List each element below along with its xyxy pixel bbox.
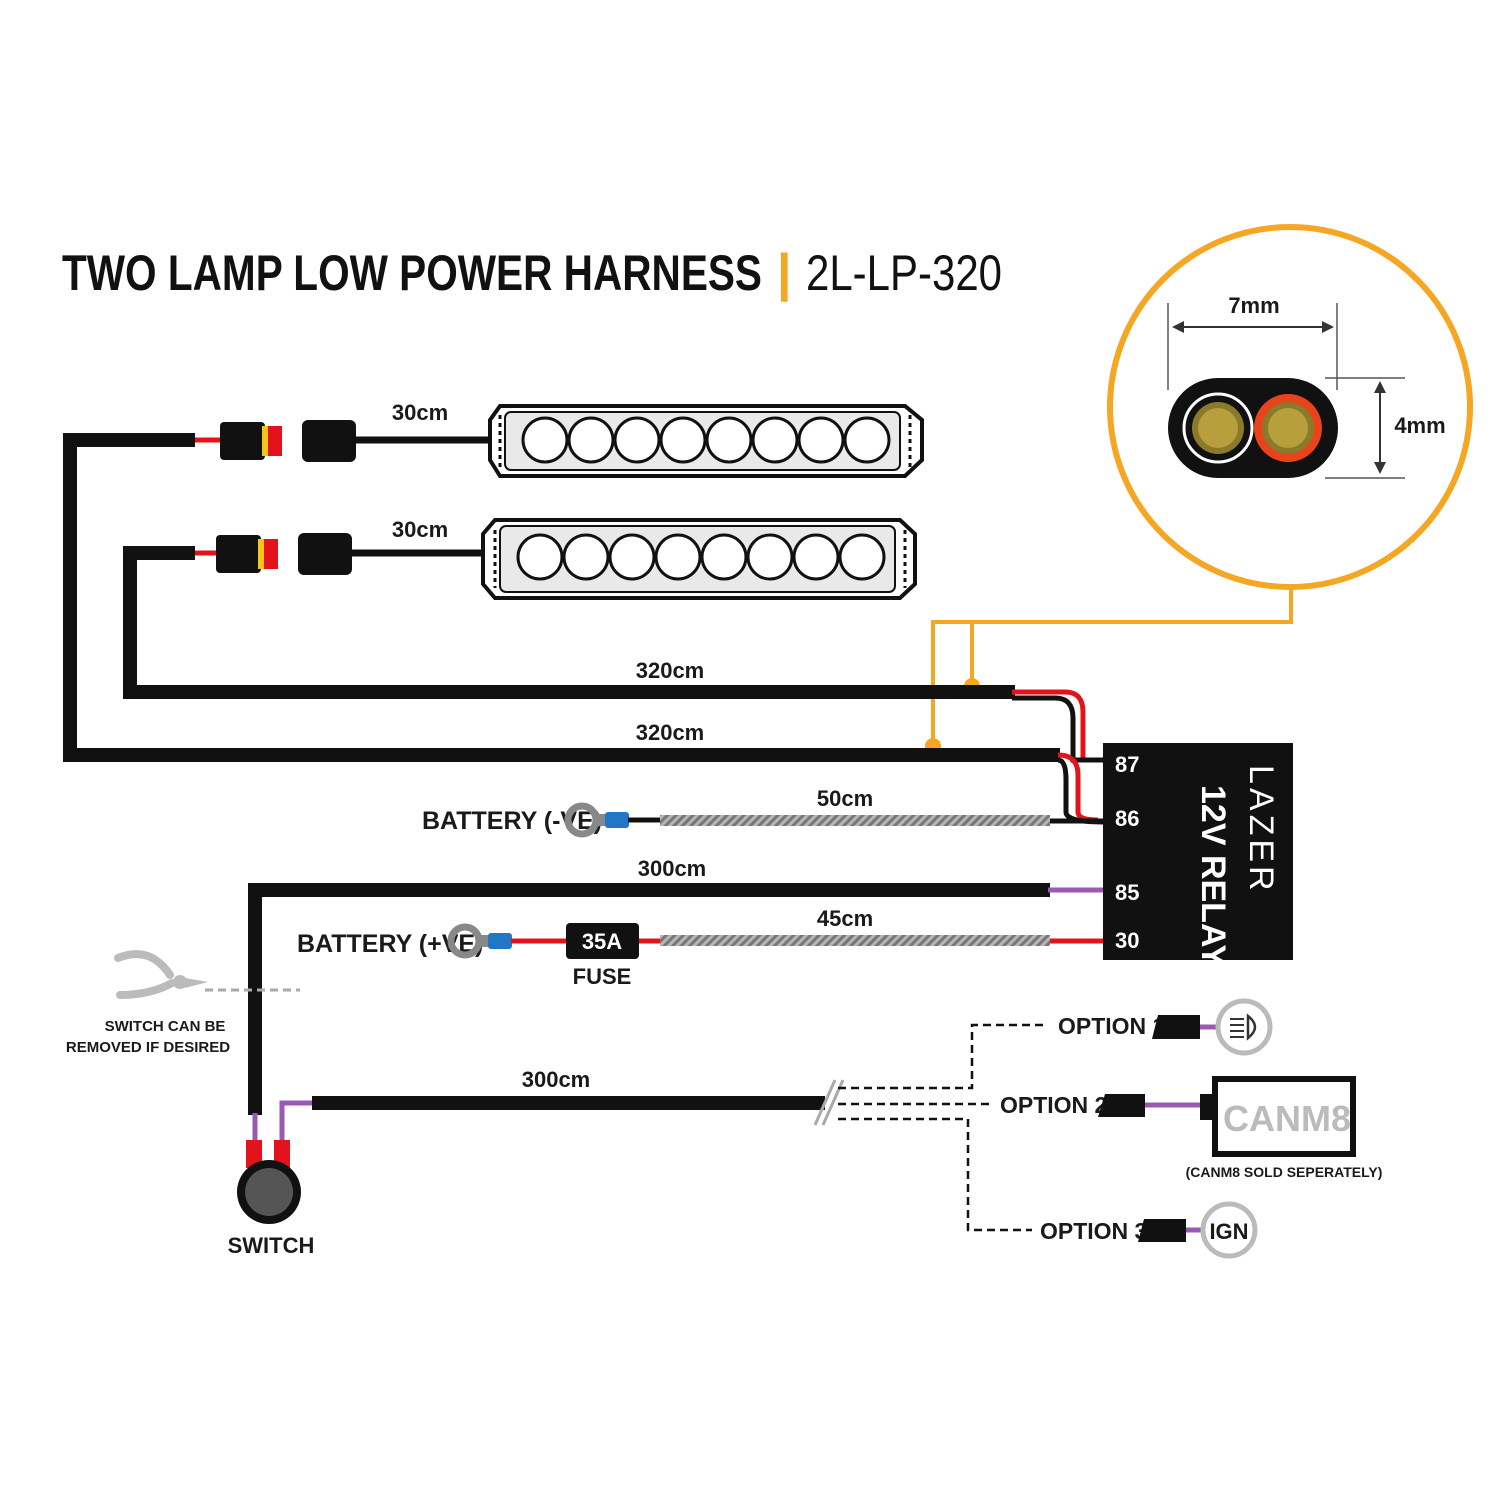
page-title: TWO LAMP LOW POWER HARNESS | 2L-LP-320 [62, 244, 1002, 302]
lower-run-length: 320cm [636, 720, 705, 745]
canm8-note: (CANM8 SOLD SEPERATELY) [1186, 1164, 1383, 1180]
lamp-2-assembly: 30cm [195, 517, 917, 600]
option-3-label: OPTION 3 [1040, 1218, 1147, 1244]
option-3: OPTION 3 IGN [1040, 1201, 1258, 1259]
fuse-rating: 35A [582, 929, 622, 954]
option-branches [838, 1023, 1048, 1232]
relay-pin-87: 87 [1115, 752, 1139, 777]
width-label: 7mm [1228, 293, 1279, 318]
lamp-1-assembly: 30cm [195, 400, 924, 478]
option-1-label: OPTION 1 [1058, 1013, 1166, 1039]
relay-pin-85: 85 [1115, 880, 1139, 905]
lamp-harness-wires: 320cm 320cm [63, 433, 1104, 825]
lamp-1-harness-plug [220, 422, 265, 460]
relay-label: 12V RELAY [1194, 785, 1232, 967]
relay-body [1103, 743, 1293, 960]
lamp-2-lead-length: 30cm [392, 517, 448, 542]
relay-brand-logo: LAZER [1242, 765, 1280, 895]
lamp-2-plug [298, 533, 352, 575]
light-bar-1 [488, 404, 924, 478]
positive-loom-sleeve [660, 935, 1050, 946]
ring-terminal-icon [564, 802, 629, 838]
lower-lamp-wire [123, 546, 1015, 699]
relay-pin-86: 86 [1115, 806, 1139, 831]
fuse-label: FUSE [573, 964, 632, 989]
relay: 87 86 85 30 12V RELAY LAZER [1103, 743, 1293, 967]
lamp-1-plug [302, 420, 356, 462]
fuse-holder [566, 923, 639, 959]
switch-removal-note: SWITCH CAN BE REMOVED IF DESIRED [66, 950, 300, 1056]
positive-lead-length: 45cm [817, 906, 873, 931]
switch-assembly: SWITCH [228, 1100, 315, 1258]
height-label: 4mm [1394, 413, 1445, 438]
relay-pin-30: 30 [1115, 928, 1139, 953]
switch-label: SWITCH [228, 1233, 315, 1258]
switch-note-line-2: REMOVED IF DESIRED [66, 1039, 230, 1056]
wire-cutter-icon [114, 950, 208, 999]
trigger-wire-run [248, 883, 1050, 1115]
detail-leader-line [931, 588, 1293, 745]
cable-cross-section-detail: 7mm 4mm [925, 224, 1473, 754]
switch-note-line-1: SWITCH CAN BE [105, 1018, 226, 1035]
battery-positive-lead: BATTERY (+VE) 35A FUSE 45cm [297, 906, 1103, 989]
switch-feed-wire: 300cm [312, 1067, 845, 1126]
upper-lamp-wire [63, 433, 1060, 762]
ign-label: IGN [1209, 1219, 1248, 1244]
option-2-label: OPTION 2 [1000, 1092, 1107, 1118]
title-part-number: 2L-LP-320 [806, 245, 1002, 301]
title-separator: | [777, 244, 792, 302]
canm8-label: CANM8 [1223, 1098, 1351, 1139]
negative-loom-sleeve [660, 815, 1050, 826]
switch-run-length: 300cm [522, 1067, 591, 1092]
ring-terminal-icon [447, 923, 512, 959]
lamp-2-harness-plug [216, 535, 261, 573]
headlight-icon [1215, 998, 1273, 1056]
trigger-wire: 300cm [248, 856, 1103, 1115]
light-bar-2 [481, 518, 917, 600]
upper-run-length: 320cm [636, 658, 705, 683]
battery-negative-lead: BATTERY (-VE) 50cm [422, 786, 1103, 838]
lamp-1-lead-length: 30cm [392, 400, 448, 425]
title-main: TWO LAMP LOW POWER HARNESS [62, 245, 762, 301]
ignition-icon [1200, 1201, 1258, 1259]
trigger-run-length: 300cm [638, 856, 707, 881]
option-2: OPTION 2 CANM8 (CANM8 SOLD SEPERATELY) [1000, 1076, 1383, 1180]
option-1: OPTION 1 [1058, 998, 1273, 1056]
negative-lead-length: 50cm [817, 786, 873, 811]
